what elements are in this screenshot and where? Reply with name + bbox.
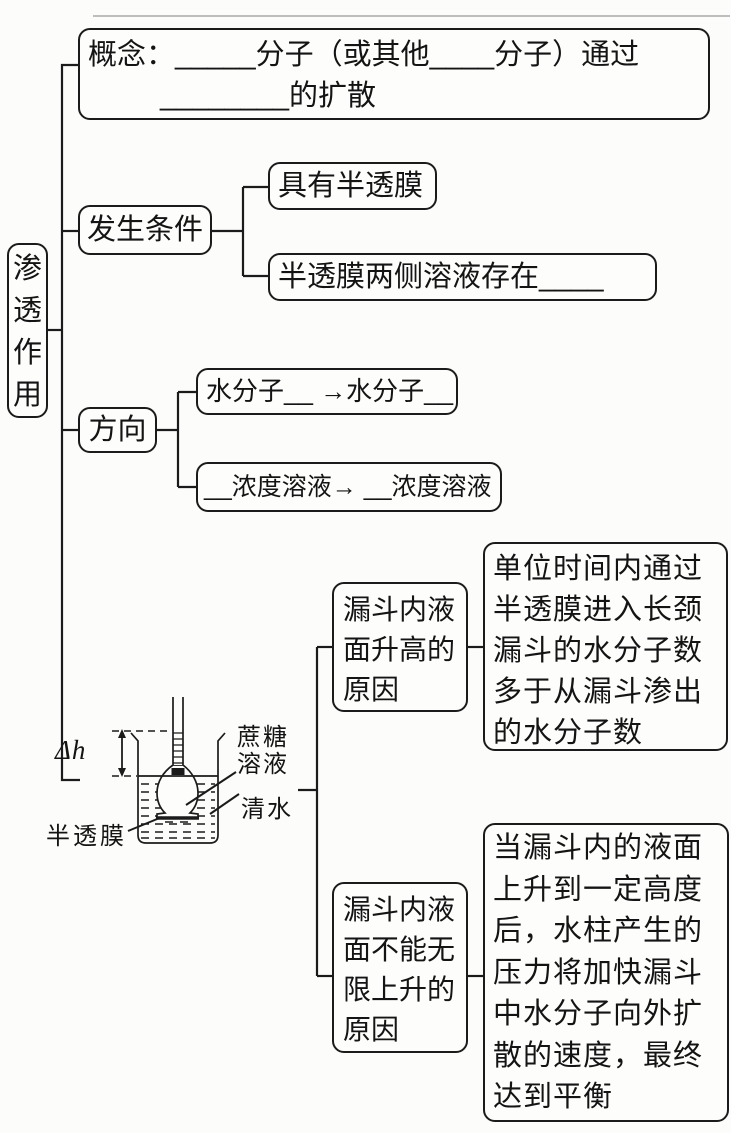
node-root-osmosis: 渗透作用 [7,243,48,418]
node-reason-limited-rise-text: 当漏斗内的液面 上升到一定高度 后，水柱产生的 压力将加快漏斗 中水分子向外扩 … [483,823,729,1122]
node-reason-level-rise-text: 单位时间内通过 半透膜进入长颈 漏斗的水分子数 多于从漏斗渗出 的水分子数 [483,542,728,751]
clear-water-label: 清水 [241,796,293,823]
conditions-branch-connector [212,185,268,278]
sucrose-leader-line [185,771,237,806]
node-concept-definition: 概念：_____分子（或其他____分子）通过 ________的扩散 [78,28,710,120]
semipermeable-membrane-label: 半透膜 [46,823,127,850]
trunk-connector [47,63,80,782]
sucrose-solution-label: 蔗糖 溶液 [237,724,289,778]
funnel-tube [172,697,184,765]
water-leader-line [209,793,240,815]
delta-h-arrowhead-down [118,768,126,777]
funnel-liquid-mark [171,768,185,775]
beaker-outline [130,732,226,844]
delta-h-label: Δh [55,735,87,765]
concept-line-2: ________的扩散 [160,80,377,112]
direction-branch-connector [157,390,196,489]
membrane-leader-line [127,816,163,832]
node-direction: 方向 [78,407,157,453]
concept-line-1: 概念：_____分子（或其他____分子）通过 [88,39,640,71]
node-reason-level-rise-label: 漏斗内液 面升高的 原因 [332,582,468,712]
water-hatching [141,783,215,839]
node-condition-has-membrane: 具有半透膜 [268,162,437,210]
tube-graduations [173,732,183,764]
node-direction-concentration: __浓度溶液→ __浓度溶液 [196,462,502,512]
node-occurrence-conditions: 发生条件 [78,205,212,255]
node-reason-limited-rise-label: 漏斗内液 面不能无 限上升的 原因 [332,882,468,1053]
delta-h-arrowhead-up [118,729,126,738]
reasons-branch-connector [298,645,483,978]
node-direction-water-molecules: 水分子__ →水分子__ [196,368,458,415]
osmosis-apparatus-figure [112,697,240,844]
node-condition-solution-difference: 半透膜两侧溶液存在____ [268,253,657,301]
